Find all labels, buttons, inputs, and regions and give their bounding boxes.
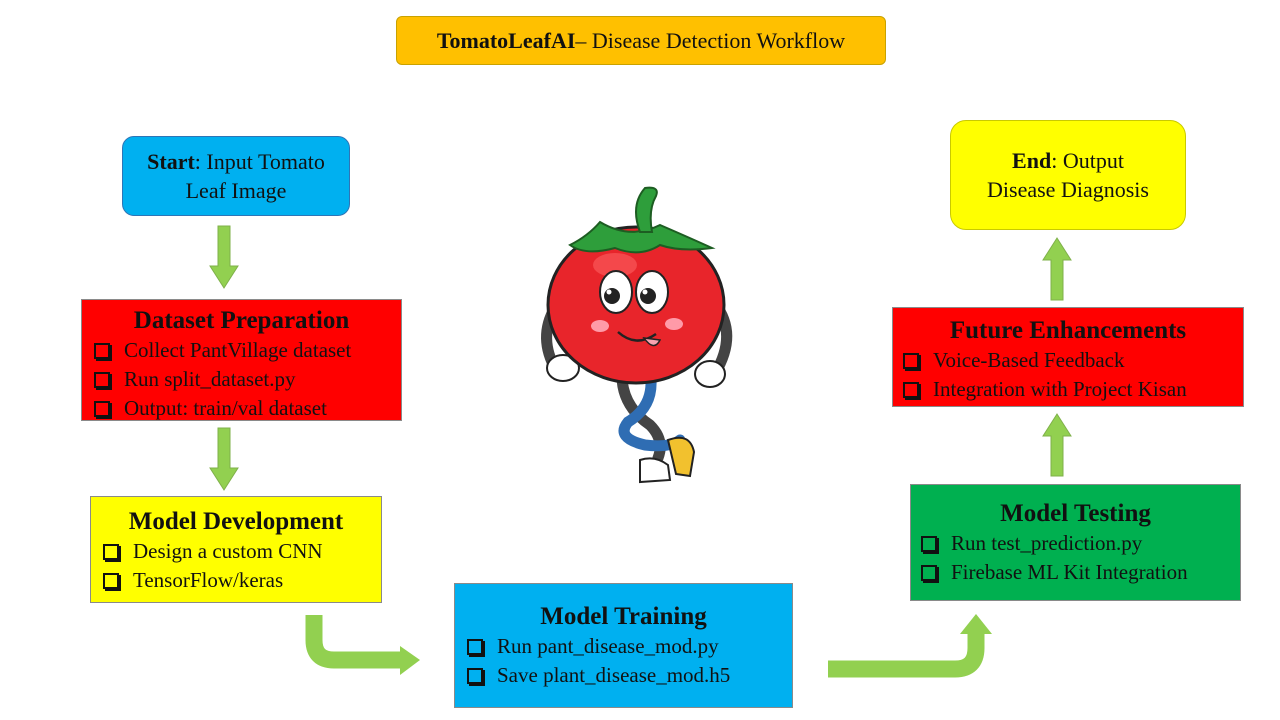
list-item-label: Integration with Project Kisan — [933, 377, 1187, 401]
list-item: Run test_prediction.py — [921, 529, 1240, 558]
model-testing-node: Model Testing Run test_prediction.py Fir… — [910, 484, 1241, 601]
checkbox-icon — [903, 381, 919, 398]
title-bold: TomatoLeafAI — [436, 27, 576, 53]
end-node: End: Output Disease Diagnosis — [950, 120, 1186, 230]
list-item: Firebase ML Kit Integration — [921, 558, 1240, 587]
model-training-node: Model Training Run pant_disease_mod.py S… — [454, 583, 793, 708]
end-line2: Disease Diagnosis — [987, 177, 1149, 202]
checkbox-icon — [467, 667, 483, 684]
diagram-title: TomatoLeafAI – Disease Detection Workflo… — [396, 16, 886, 65]
dataset-preparation-node: Dataset Preparation Collect PantVillage … — [81, 299, 402, 421]
model-training-heading: Model Training — [540, 603, 707, 630]
list-item-label: Firebase ML Kit Integration — [951, 560, 1188, 584]
checkbox-icon — [921, 564, 937, 581]
list-item: Run pant_disease_mod.py — [467, 632, 792, 661]
list-item-label: Run pant_disease_mod.py — [497, 634, 719, 658]
list-item: Integration with Project Kisan — [903, 375, 1243, 404]
checkbox-icon — [903, 352, 919, 369]
future-enhancements-node: Future Enhancements Voice-Based Feedback… — [892, 307, 1244, 407]
arrow-icon — [828, 632, 985, 678]
list-item-label: TensorFlow/keras — [133, 568, 284, 592]
list-item: Save plant_disease_mod.h5 — [467, 661, 792, 690]
arrow-icon — [1042, 237, 1072, 301]
checkbox-icon — [94, 400, 110, 417]
list-item-label: Output: train/val dataset — [124, 396, 327, 420]
model-testing-heading: Model Testing — [1000, 500, 1151, 527]
start-line2: Leaf Image — [185, 178, 287, 203]
future-enhancements-heading: Future Enhancements — [949, 317, 1187, 344]
checkbox-icon — [467, 638, 483, 655]
model-development-node: Model Development Design a custom CNN Te… — [90, 496, 382, 603]
arrow-icon — [209, 225, 239, 289]
end-line1: : Output — [1051, 148, 1124, 173]
checkbox-icon — [103, 543, 119, 560]
model-development-heading: Model Development — [128, 508, 344, 535]
list-item-label: Run split_dataset.py — [124, 367, 296, 391]
start-line1: : Input Tomato — [194, 149, 325, 174]
tomato-mascot-icon — [541, 186, 733, 484]
list-item: Run split_dataset.py — [94, 365, 401, 394]
list-item-label: Save plant_disease_mod.h5 — [497, 663, 731, 687]
checkbox-icon — [103, 572, 119, 589]
list-item: Design a custom CNN — [103, 537, 381, 566]
list-item: TensorFlow/keras — [103, 566, 381, 595]
list-item-label: Run test_prediction.py — [951, 531, 1143, 555]
arrow-icon — [400, 646, 420, 675]
title-rest: – Disease Detection Workflow — [575, 27, 846, 53]
arrow-icon — [960, 614, 992, 634]
list-item-label: Collect PantVillage dataset — [124, 338, 352, 362]
list-item-label: Design a custom CNN — [133, 539, 323, 563]
dataset-preparation-heading: Dataset Preparation — [133, 307, 350, 334]
start-node: Start: Input Tomato Leaf Image — [122, 136, 350, 216]
list-item-label: Voice-Based Feedback — [933, 348, 1125, 372]
arrow-icon — [305, 615, 402, 669]
checkbox-icon — [94, 342, 110, 359]
end-label: End — [1012, 148, 1052, 173]
start-label: Start — [147, 149, 195, 174]
checkbox-icon — [921, 535, 937, 552]
list-item: Output: train/val dataset — [94, 394, 401, 423]
arrow-icon — [209, 427, 239, 491]
list-item: Collect PantVillage dataset — [94, 336, 401, 365]
arrow-icon — [1042, 413, 1072, 477]
list-item: Voice-Based Feedback — [903, 346, 1243, 375]
checkbox-icon — [94, 371, 110, 388]
